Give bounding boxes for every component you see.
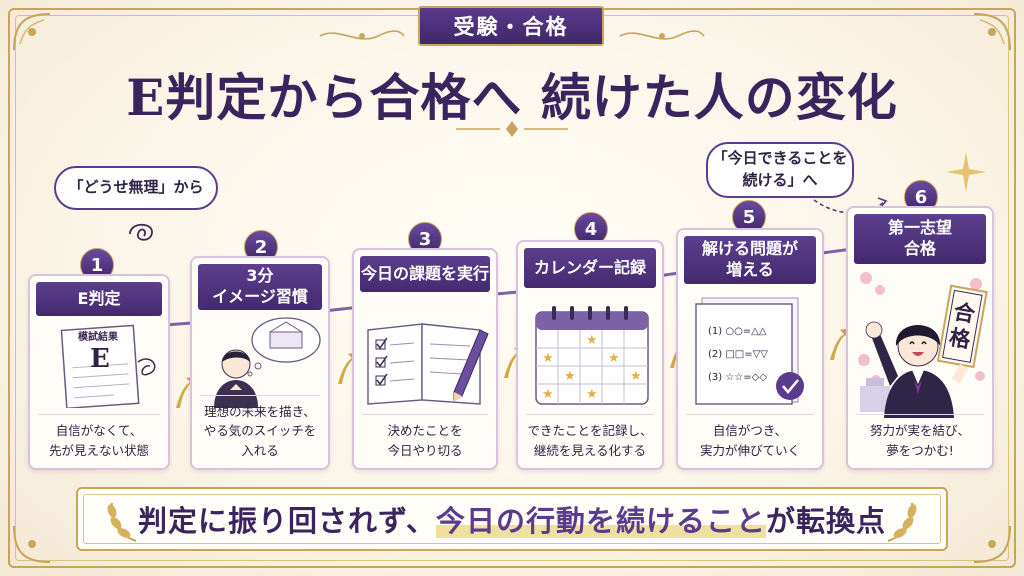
sparkle-icon bbox=[946, 152, 986, 192]
ornament-scroll-icon bbox=[619, 30, 705, 40]
svg-text:★: ★ bbox=[586, 333, 598, 348]
celebrating-student-icon: 合格 bbox=[856, 268, 988, 418]
svg-text:★: ★ bbox=[542, 351, 554, 366]
svg-text:★: ★ bbox=[586, 387, 598, 402]
step-title: 今日の課題を実行 bbox=[360, 256, 490, 292]
solved-problems-icon: (1) ○○=△△ (2) □□=▽▽ (3) ☆☆=◇◇ bbox=[686, 294, 814, 406]
bubble-text-line: 続ける」へ bbox=[742, 171, 818, 189]
banner-inner-frame bbox=[83, 494, 941, 544]
dashed-arrow-icon bbox=[813, 197, 888, 214]
step-arrow-icon bbox=[504, 346, 524, 378]
category-label: 受験・合格 bbox=[418, 6, 604, 46]
step-caption: 理想の未来を描き、 やる気のスイッチを入れる bbox=[200, 394, 320, 460]
step-card-5: 解ける問題が 増える (1) ○○=△△ (2) □□=▽▽ (3) ☆☆=◇◇… bbox=[676, 228, 824, 470]
step-card-4: カレンダー記録 ★★★ ★★★★ できたことを記録 bbox=[516, 240, 664, 470]
laurel-left-icon bbox=[107, 502, 137, 542]
bubble-text-line: 「今日できることを bbox=[712, 149, 848, 168]
grade-letter: E bbox=[90, 344, 110, 374]
svg-text:★: ★ bbox=[542, 387, 554, 402]
step-arrow-icon bbox=[176, 376, 196, 408]
step-card-3: 今日の課題を実行 決めたことを 今日やり切る bbox=[352, 248, 498, 470]
conclusion-part1: 判定に振り回されず、 bbox=[137, 504, 436, 538]
page-title: E判定から合格へ 続けた人の変化 bbox=[126, 68, 898, 127]
student-visualizing-school-icon bbox=[200, 314, 321, 408]
step-title: 3分 イメージ習慣 bbox=[198, 264, 322, 310]
sheet-title: 模試結果 bbox=[78, 332, 118, 343]
step-title: 解ける問題が 増える bbox=[684, 236, 816, 284]
step-caption: 決めたことを 今日やり切る bbox=[362, 414, 488, 460]
corner-flourish-icon bbox=[973, 13, 1011, 51]
speech-bubble-before: 「どうせ無理」から bbox=[54, 166, 218, 210]
step-title: カレンダー記録 bbox=[524, 248, 656, 288]
corner-flourish-icon bbox=[973, 525, 1011, 563]
laurel-right-icon bbox=[887, 502, 917, 542]
bubble-text: 「どうせ無理」から bbox=[68, 178, 204, 197]
conclusion-text: 判定に振り回されず、今日の行動を続けることが転換点 bbox=[138, 498, 886, 540]
scribble-cloud-icon bbox=[129, 223, 153, 241]
notebook-checklist-icon bbox=[362, 310, 489, 410]
conclusion-banner: 判定に振り回されず、今日の行動を続けることが転換点 bbox=[76, 487, 948, 551]
problem-item: (2) □□=▽▽ bbox=[708, 349, 768, 360]
svg-text:★: ★ bbox=[608, 351, 620, 366]
step-card-2: 3分 イメージ習慣 理想の未来を描き、 やる気のスイッチを入れる bbox=[190, 256, 330, 470]
svg-text:★: ★ bbox=[564, 369, 576, 384]
problem-item: (1) ○○=△△ bbox=[708, 326, 767, 337]
ornament-scroll-icon bbox=[319, 30, 405, 40]
conclusion-highlight: 今日の行動を続けること bbox=[435, 504, 766, 538]
corner-flourish-icon bbox=[13, 13, 51, 51]
step-caption: 自信がなくて、 先が見えない状態 bbox=[38, 414, 160, 460]
step-caption: できたことを記録し、 継続を見える化する bbox=[526, 414, 654, 460]
step-caption: 自信がつき、 実力が伸びていく bbox=[686, 414, 814, 460]
exam-sheet-icon: 模試結果 E bbox=[38, 322, 160, 410]
step-arrow-icon bbox=[338, 352, 358, 384]
problem-list: (1) ○○=△△ (2) □□=▽▽ (3) ☆☆=◇◇ bbox=[708, 320, 768, 389]
step-caption: 努力が実を結び、 夢をつかむ! bbox=[856, 414, 984, 460]
step-title: 第一志望 合格 bbox=[854, 214, 986, 264]
conclusion-part2: が転換点 bbox=[765, 504, 886, 538]
speech-bubble-after: 「今日できることを 続ける」へ bbox=[706, 142, 854, 198]
calendar-stars-icon: ★ ★ ★ ★ ★ ★ ★ bbox=[526, 304, 654, 408]
step-card-6: 第一志望 合格 bbox=[846, 206, 994, 470]
title-underline-ornament-icon bbox=[456, 121, 568, 137]
step-card-1: E判定 模試結果 E 自信がなくて、 先が見えない状態 bbox=[28, 274, 170, 470]
step-arrow-icon bbox=[830, 328, 850, 360]
corner-flourish-icon bbox=[13, 525, 51, 563]
svg-text:★: ★ bbox=[630, 369, 642, 384]
step-arrow-icon bbox=[670, 336, 690, 368]
step-title: E判定 bbox=[36, 282, 162, 316]
problem-item: (3) ☆☆=◇◇ bbox=[708, 372, 768, 383]
